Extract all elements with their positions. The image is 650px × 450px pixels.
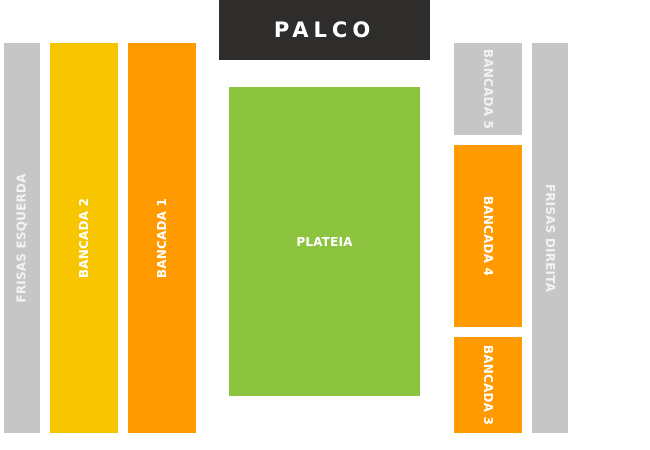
sector-bancada-3[interactable]: BANCADA 3 (454, 337, 522, 433)
sector-bancada-1[interactable]: BANCADA 1 (128, 43, 196, 433)
sector-plateia[interactable]: PLATEIA (229, 87, 420, 396)
sector-label: PLATEIA (296, 234, 353, 249)
stage-label: PALCO (273, 18, 376, 42)
sector-label: BANCADA 3 (481, 344, 495, 426)
sector-label: BANCADA 4 (481, 195, 495, 277)
sector-label: BANCADA 5 (481, 48, 495, 130)
sector-bancada-5[interactable]: BANCADA 5 (454, 43, 522, 135)
sector-label: FRISAS DIREITA (543, 183, 558, 293)
sector-bancada-4[interactable]: BANCADA 4 (454, 145, 522, 327)
sector-label: FRISAS ESQUERDA (15, 173, 29, 303)
sector-label: BANCADA 1 (155, 197, 169, 279)
sector-bancada-2[interactable]: BANCADA 2 (50, 43, 118, 433)
sector-label: BANCADA 2 (77, 197, 91, 279)
stage-palco: PALCO (219, 0, 430, 60)
sector-frisas-direita[interactable]: FRISAS DIREITA (532, 43, 568, 433)
sector-frisas-esquerda[interactable]: FRISAS ESQUERDA (4, 43, 40, 433)
